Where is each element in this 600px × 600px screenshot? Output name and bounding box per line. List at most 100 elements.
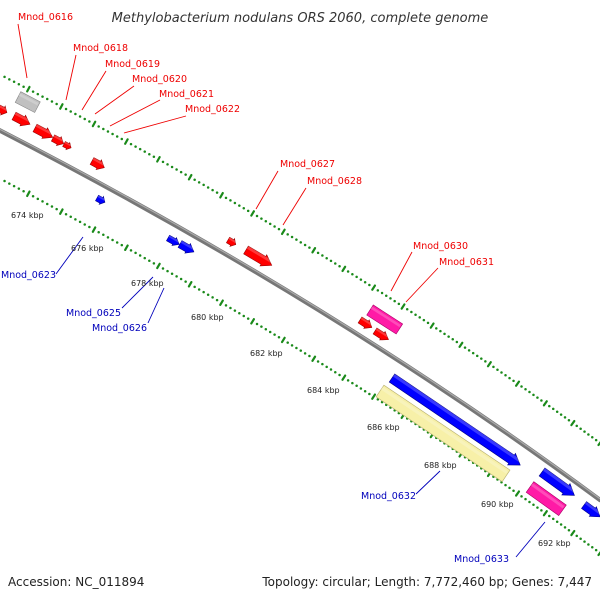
gene-11-forward[interactable]	[357, 316, 374, 332]
gene-17-reverse[interactable]	[375, 384, 511, 483]
minor-tick-dot	[471, 351, 475, 355]
gene-label-mnod-0631[interactable]: Mnod_0631	[439, 257, 494, 268]
genome-backbone	[0, 128, 600, 503]
gene-arrow-highlight	[530, 483, 565, 509]
gene-track	[0, 91, 600, 522]
minor-tick-dot	[286, 341, 289, 344]
label-leader-line	[81, 70, 107, 111]
label-leader-line	[109, 99, 161, 127]
gene-arrow-highlight	[92, 157, 106, 167]
reverse-gene-labels: Mnod_0623 Mnod_0625 Mnod_0626 Mnod_0632 …	[1, 270, 509, 565]
gene-label-mnod-0621[interactable]: Mnod_0621	[159, 89, 214, 100]
gene-label-mnod-0625[interactable]: Mnod_0625	[66, 308, 121, 319]
minor-tick-dot	[264, 220, 268, 223]
minor-tick-dot	[179, 170, 183, 174]
minor-tick-dot	[233, 201, 237, 205]
minor-tick-dot	[559, 523, 563, 526]
gene-1-forward[interactable]	[14, 91, 41, 113]
minor-tick-dot	[567, 418, 571, 422]
major-tick-mark	[371, 393, 377, 400]
label-leader-line	[515, 521, 546, 558]
minor-tick-dot	[532, 393, 535, 397]
gene-arrow-shape	[243, 245, 273, 267]
minor-tick-dot	[129, 142, 133, 146]
minor-tick-dot	[143, 256, 146, 260]
major-tick-mark	[280, 336, 286, 344]
minor-tick-dot	[202, 183, 205, 187]
label-leader-line	[147, 287, 165, 324]
gene-16-reverse[interactable]	[388, 372, 524, 471]
gene-12-forward[interactable]	[372, 327, 391, 344]
gene-20-reverse[interactable]	[580, 500, 600, 522]
gene-2-forward[interactable]	[0, 104, 9, 117]
minor-tick-dot	[97, 125, 100, 128]
gene-15-reverse[interactable]	[177, 239, 196, 256]
minor-tick-dot	[197, 288, 201, 291]
tick-label-690: 690 kbp	[481, 500, 514, 509]
minor-tick-dot	[78, 115, 82, 118]
gene-10-forward[interactable]	[366, 304, 404, 335]
label-leader-line	[65, 54, 77, 101]
minor-tick-dot	[463, 346, 467, 349]
minor-tick-dot	[83, 117, 86, 121]
gene-7-forward[interactable]	[89, 156, 107, 172]
minor-tick-dot	[143, 150, 146, 153]
minor-tick-dot	[500, 371, 503, 374]
gene-18-reverse[interactable]	[525, 481, 567, 517]
map-title: Methylobacterium nodulans ORS 2060, comp…	[112, 11, 489, 26]
label-leader-line	[17, 23, 28, 79]
minor-tick-dot	[197, 181, 201, 184]
gene-13-reverse[interactable]	[95, 194, 107, 206]
gene-6-forward[interactable]	[62, 140, 73, 151]
coordinate-tick-labels: 674 kbp 676 kbp 678 kbp 680 kbp 682 kbp …	[11, 211, 571, 548]
gene-label-mnod-0628[interactable]: Mnod_0628	[307, 176, 362, 187]
gene-label-mnod-0619[interactable]: Mnod_0619	[105, 59, 160, 70]
minor-tick-dot	[536, 506, 539, 509]
gene-label-mnod-0622[interactable]: Mnod_0622	[185, 104, 240, 115]
gene-label-mnod-0626[interactable]: Mnod_0626	[92, 323, 147, 334]
tick-label-674: 674 kbp	[11, 211, 44, 220]
minor-tick-dot	[242, 314, 246, 318]
minor-tick-dot	[224, 304, 228, 307]
gene-3-forward[interactable]	[11, 111, 33, 130]
minor-tick-dot	[376, 289, 380, 292]
minor-tick-dot	[480, 357, 483, 360]
minor-tick-dot	[555, 410, 559, 414]
minor-tick-dot	[64, 107, 68, 111]
gene-8-forward[interactable]	[225, 236, 238, 248]
minor-tick-dot	[591, 436, 594, 439]
gene-4-forward[interactable]	[32, 123, 55, 143]
minor-tick-dot	[447, 335, 450, 338]
minor-tick-dot	[50, 100, 54, 103]
major-tick-mark	[514, 490, 521, 497]
minor-tick-dot	[31, 195, 35, 198]
forward-gene-labels: Mnod_0616 Mnod_0618 Mnod_0619 Mnod_0620 …	[18, 12, 494, 268]
minor-tick-dot	[299, 241, 303, 244]
gene-label-mnod-0630[interactable]: Mnod_0630	[413, 241, 468, 252]
minor-tick-dot	[193, 285, 196, 289]
minor-tick-dot	[334, 370, 337, 374]
major-tick-mark	[187, 281, 193, 288]
gene-label-mnod-0632[interactable]: Mnod_0632	[361, 491, 416, 502]
minor-tick-dot	[551, 517, 555, 521]
gene-label-mnod-0633[interactable]: Mnod_0633	[454, 554, 509, 565]
major-tick-mark	[570, 529, 576, 537]
minor-tick-dot	[290, 235, 294, 239]
major-tick-mark	[458, 341, 464, 348]
gene-19-reverse[interactable]	[538, 466, 579, 501]
gene-9-forward[interactable]	[243, 244, 275, 271]
gene-5-forward[interactable]	[50, 134, 66, 148]
minor-tick-dot	[363, 281, 367, 284]
gene-label-mnod-0616[interactable]: Mnod_0616	[18, 12, 73, 23]
gene-label-mnod-0620[interactable]: Mnod_0620	[132, 74, 187, 85]
gene-label-mnod-0618[interactable]: Mnod_0618	[73, 43, 128, 54]
genome-summary-text: Topology: circular; Length: 7,772,460 bp…	[261, 575, 592, 589]
gene-14-reverse[interactable]	[166, 234, 182, 248]
gene-label-mnod-0627[interactable]: Mnod_0627	[280, 159, 335, 170]
gene-label-mnod-0623[interactable]: Mnod_0623	[1, 270, 56, 281]
major-tick-mark	[311, 247, 317, 254]
inner-tick-track	[3, 179, 600, 557]
minor-tick-dot	[338, 264, 341, 268]
minor-tick-dot	[74, 218, 77, 221]
minor-tick-dot	[238, 312, 241, 315]
